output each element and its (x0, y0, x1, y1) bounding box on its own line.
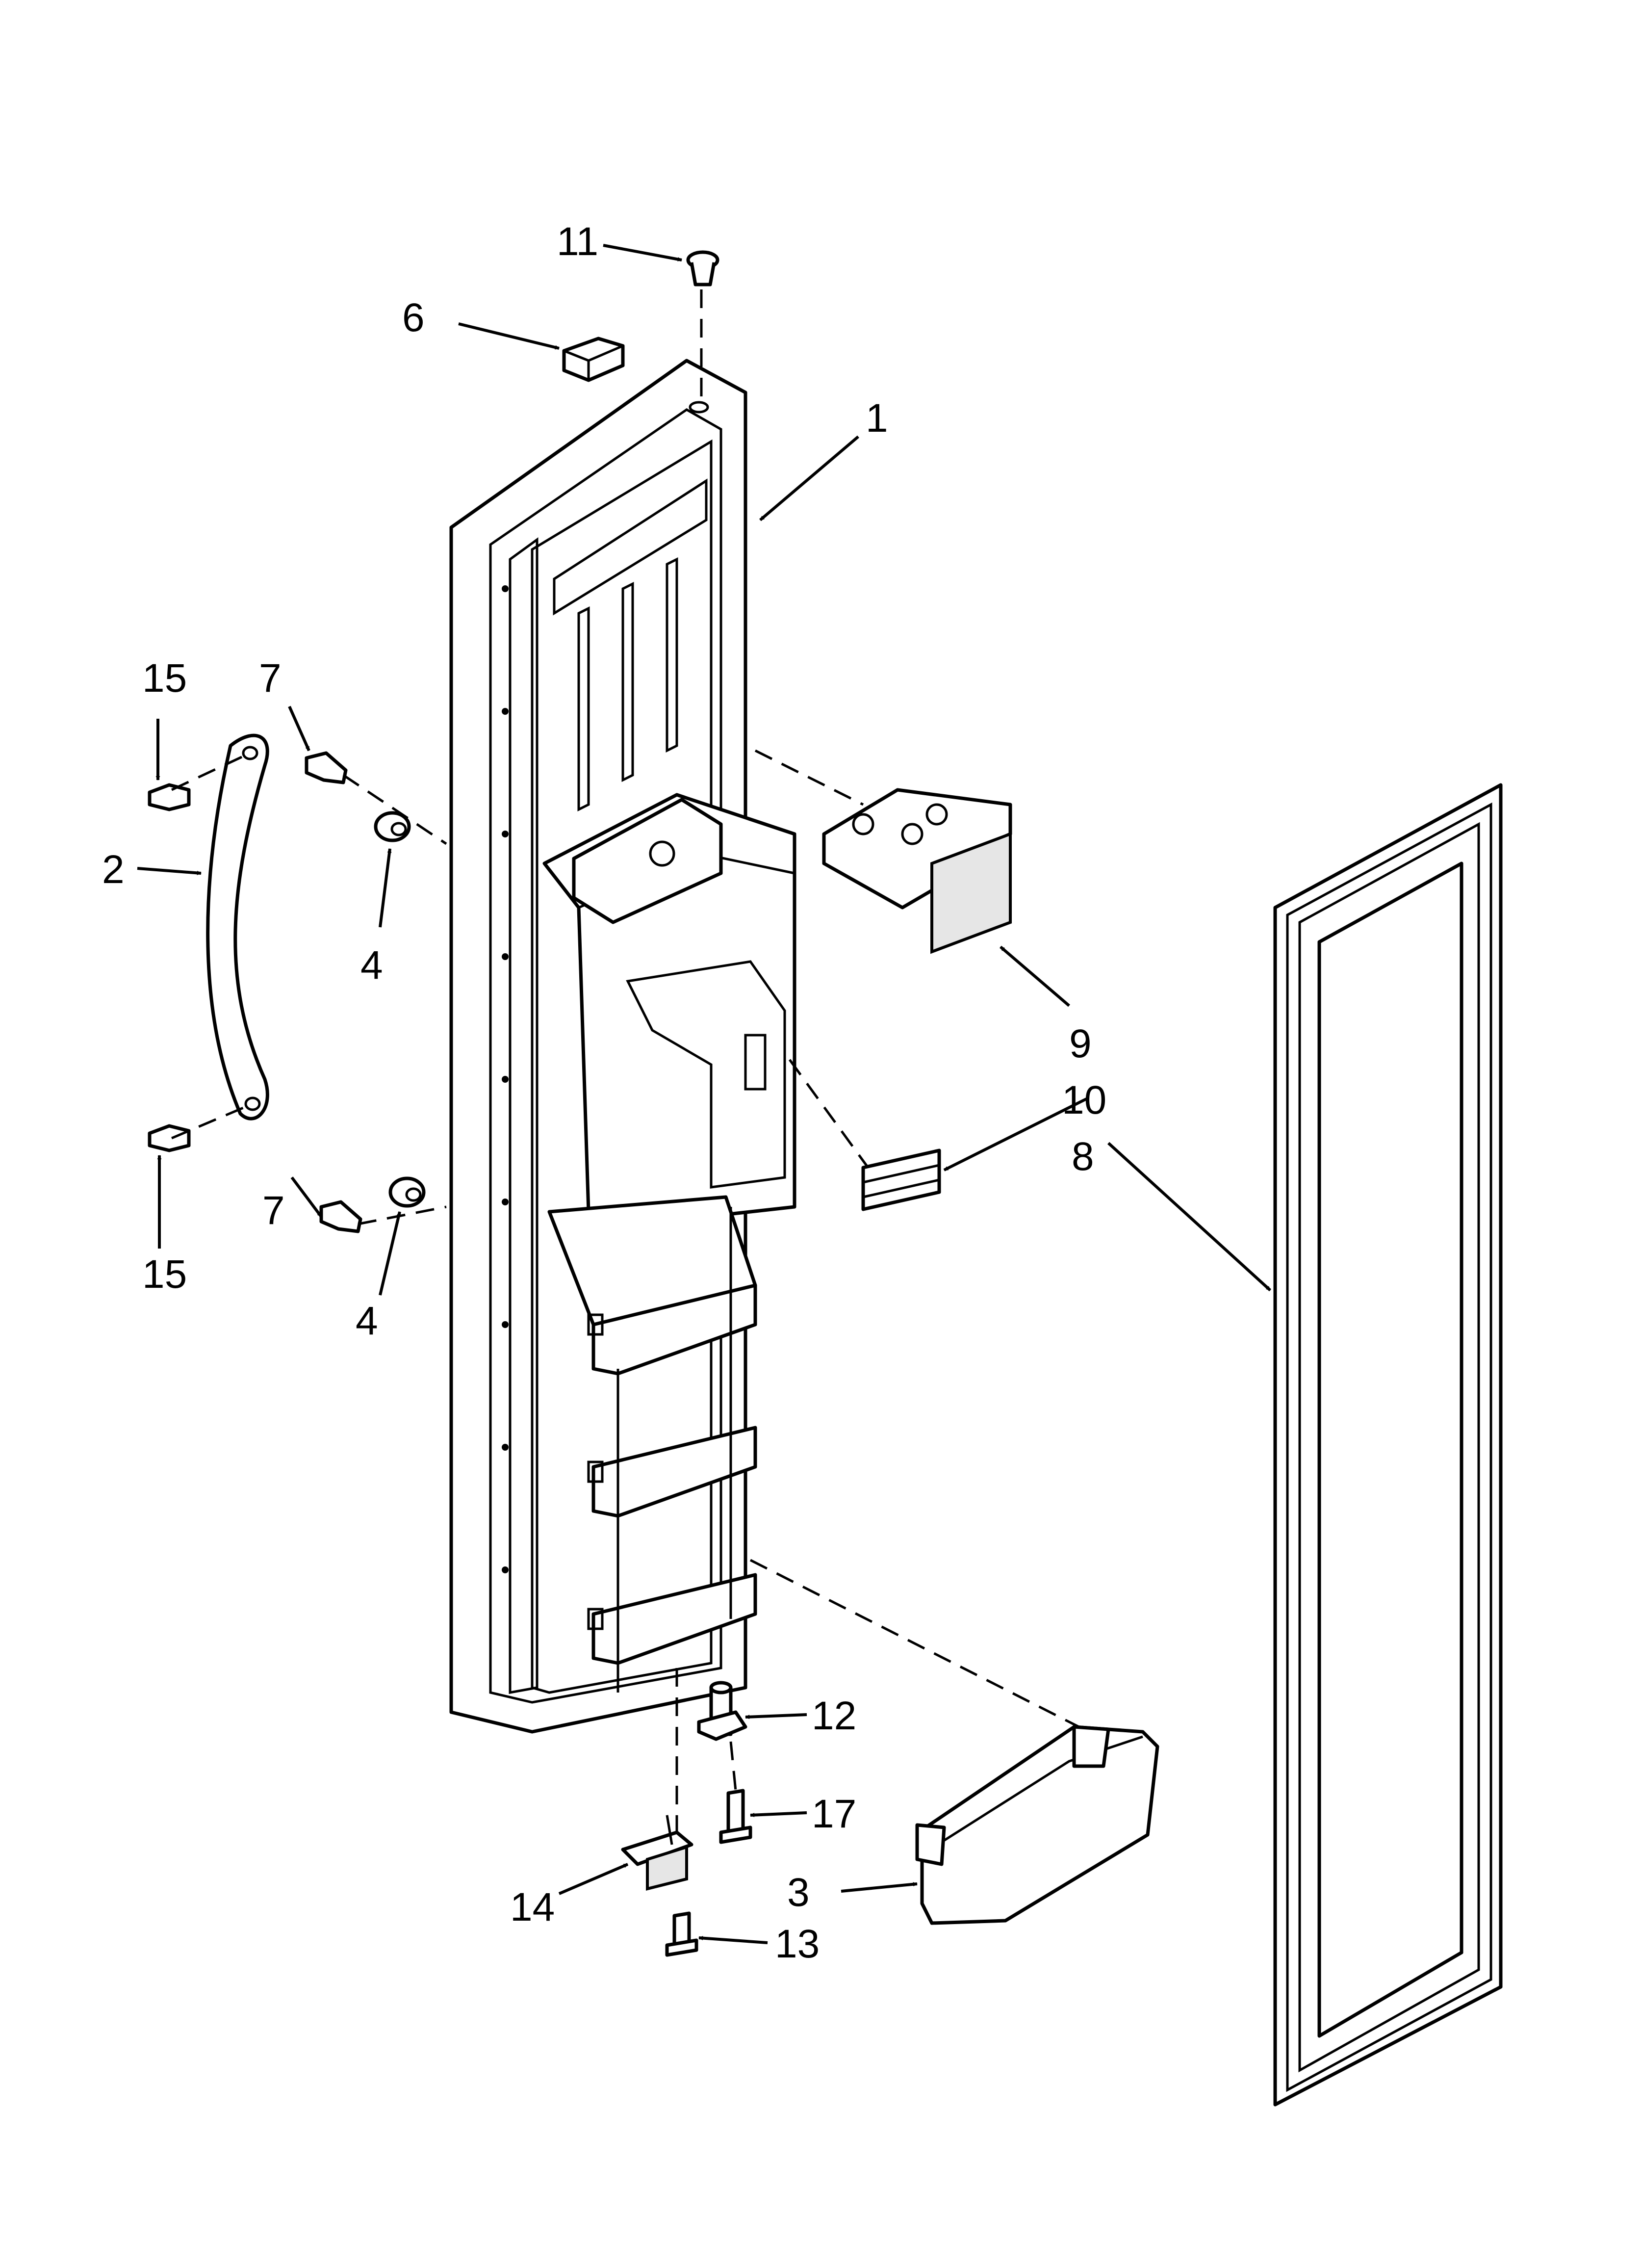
part-6-block (562, 337, 625, 382)
callout-1: 1 (866, 396, 888, 441)
callout-2: 2 (102, 847, 125, 892)
callout-17: 17 (812, 1792, 856, 1836)
part-9-plate (822, 788, 1012, 954)
door-frame-holes (502, 585, 509, 1573)
part-10-strip (861, 1148, 941, 1211)
callout-4-bottom: 4 (356, 1299, 378, 1343)
callout-6: 6 (402, 295, 425, 340)
leader-arrows (137, 244, 1272, 1944)
dispenser-housing (542, 793, 796, 1219)
bottom-screws (665, 1789, 752, 1957)
callout-9: 9 (1069, 1021, 1092, 1066)
assembly-dashed-lines (171, 289, 1080, 1835)
callout-labels: 11 6 1 15 7 2 4 9 10 8 7 15 4 12 17 3 14… (102, 219, 1106, 1966)
callout-15-top: 15 (142, 656, 187, 701)
part-8-gasket (1273, 783, 1503, 2107)
part-12-hinge-pin (697, 1681, 747, 1741)
part-11-plug (686, 250, 719, 287)
callout-14: 14 (510, 1885, 555, 1929)
callout-12: 12 (812, 1694, 856, 1738)
callout-8: 8 (1072, 1134, 1094, 1179)
callout-15-bottom: 15 (142, 1252, 187, 1297)
callout-4-top: 4 (360, 943, 383, 988)
callout-10: 10 (1062, 1078, 1106, 1122)
door-shelves (547, 1195, 757, 1693)
part-2-handle (206, 733, 269, 1121)
callout-7-top: 7 (259, 656, 282, 701)
callout-13: 13 (775, 1922, 820, 1966)
part-14-bracket (621, 1815, 693, 1891)
callout-3: 3 (787, 1870, 810, 1915)
callout-7-bottom: 7 (262, 1188, 285, 1233)
callout-11: 11 (557, 219, 598, 264)
handle-screws (148, 751, 426, 1233)
part-3-door-bin (915, 1725, 1159, 1925)
